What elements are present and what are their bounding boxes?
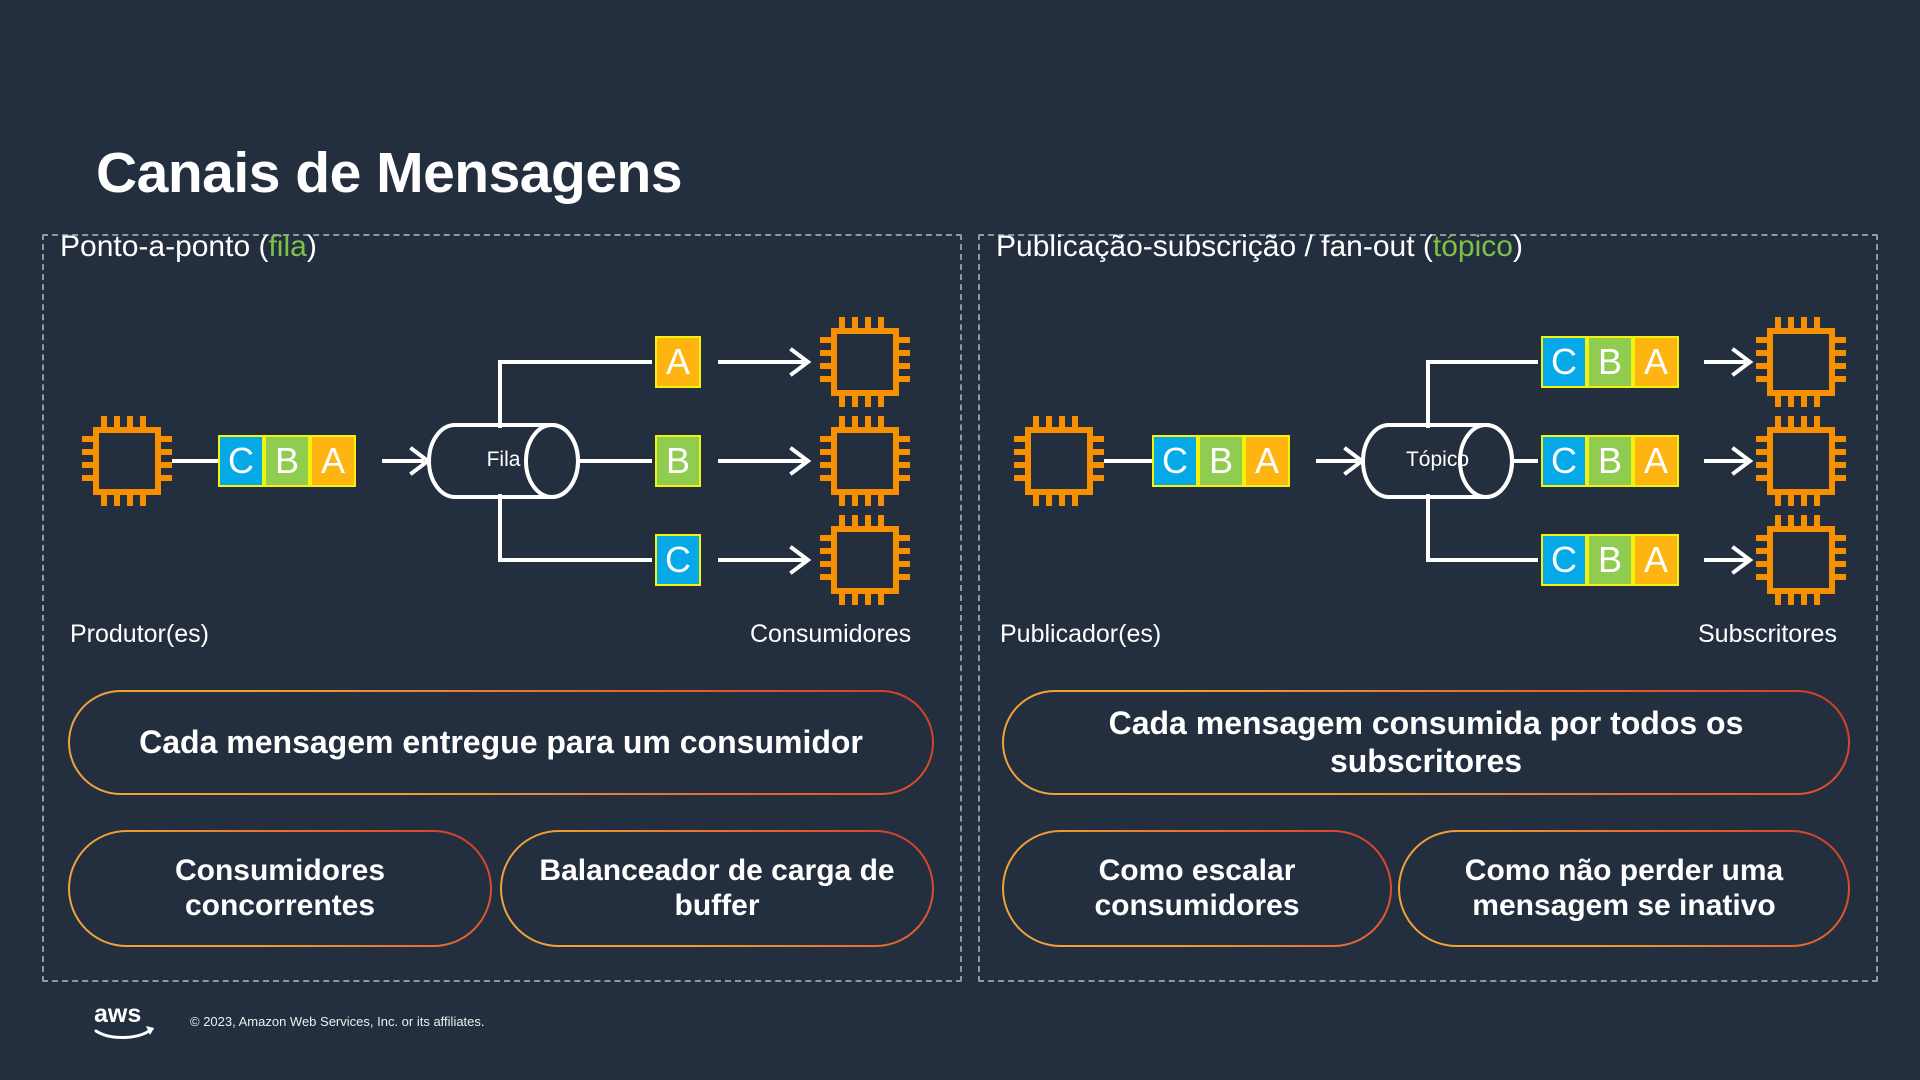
panel-heading-point-to-point: Ponto-a-ponto (fila) (60, 230, 317, 264)
publisher-role-label: Publicador(es) (1000, 620, 1162, 648)
callout-pill[interactable]: Cada mensagem consumida por todos os sub… (1002, 690, 1850, 795)
callout-pill[interactable]: Balanceador de carga de buffer (500, 830, 934, 947)
callout-text: Cada mensagem consumida por todos os sub… (1004, 692, 1848, 793)
publisher-chip-icon (1014, 416, 1104, 506)
producer-role-label: Produtor(es) (70, 620, 209, 648)
panel-heading-pub-sub: Publicação-subscrição / fan-out (tópico) (996, 230, 1523, 264)
branch-message-block: C (1541, 336, 1587, 388)
branch-message-block: C (655, 534, 701, 586)
callout-text: Como escalar consumidores (1004, 832, 1390, 945)
message-block-c: C (218, 435, 264, 487)
subscriber-role-label: Subscritores (1698, 620, 1837, 648)
callout-text: Consumidores concorrentes (70, 832, 490, 945)
callout-pill[interactable]: Consumidores concorrentes (68, 830, 492, 947)
subscriber-chip-icon (1756, 416, 1846, 506)
callout-text: Cada mensagem entregue para um consumido… (70, 692, 932, 793)
panel-heading-accent: fila (268, 230, 307, 263)
branch-message-block: B (1587, 435, 1633, 487)
branch-message-block: B (655, 435, 701, 487)
consumer-role-label: Consumidores (750, 620, 912, 648)
callout-pill[interactable]: Como não perder uma mensagem se inativo (1398, 830, 1850, 947)
branch-message-block: C (1541, 534, 1587, 586)
panel-heading-suffix: ) (306, 230, 317, 263)
branch-message-block: B (1587, 336, 1633, 388)
branch-message-block: A (655, 336, 701, 388)
branch-message-block: B (1587, 534, 1633, 586)
panel-point-to-point: Ponto-a-ponto (fila) (42, 230, 962, 982)
branch-message-block: A (1633, 435, 1679, 487)
subscriber-chip-icon (1756, 317, 1846, 407)
branch-message-block: C (1541, 435, 1587, 487)
callout-pill[interactable]: Como escalar consumidores (1002, 830, 1392, 947)
queue-label: Fila (486, 448, 521, 471)
panel-pub-sub-fanout: Publicação-subscrição / fan-out (tópico) (978, 230, 1878, 982)
message-block-a: A (310, 435, 356, 487)
topic-label: Tópico (1405, 448, 1470, 471)
callout-text: Balanceador de carga de buffer (502, 832, 932, 945)
callout-pill[interactable]: Cada mensagem entregue para um consumido… (68, 690, 934, 795)
branch-message-block: A (1633, 534, 1679, 586)
message-block-b: B (264, 435, 310, 487)
panel-heading-prefix: Ponto-a-ponto ( (60, 230, 269, 263)
page-title: Canais de Mensagens (96, 141, 683, 205)
branch-message-block: A (1633, 336, 1679, 388)
copyright-text: © 2023, Amazon Web Services, Inc. or its… (190, 1014, 485, 1029)
callout-text: Como não perder uma mensagem se inativo (1400, 832, 1848, 945)
message-block-a: A (1244, 435, 1290, 487)
aws-logo: aws (94, 1000, 154, 1039)
svg-text:aws: aws (94, 1000, 141, 1028)
message-block-c: C (1152, 435, 1198, 487)
panel-heading-suffix: ) (1512, 230, 1523, 263)
panel-heading-prefix: Publicação-subscrição / fan-out ( (996, 230, 1433, 263)
message-block-b: B (1198, 435, 1244, 487)
panel-heading-accent: tópico (1432, 230, 1513, 263)
subscriber-chip-icon (1756, 515, 1846, 605)
